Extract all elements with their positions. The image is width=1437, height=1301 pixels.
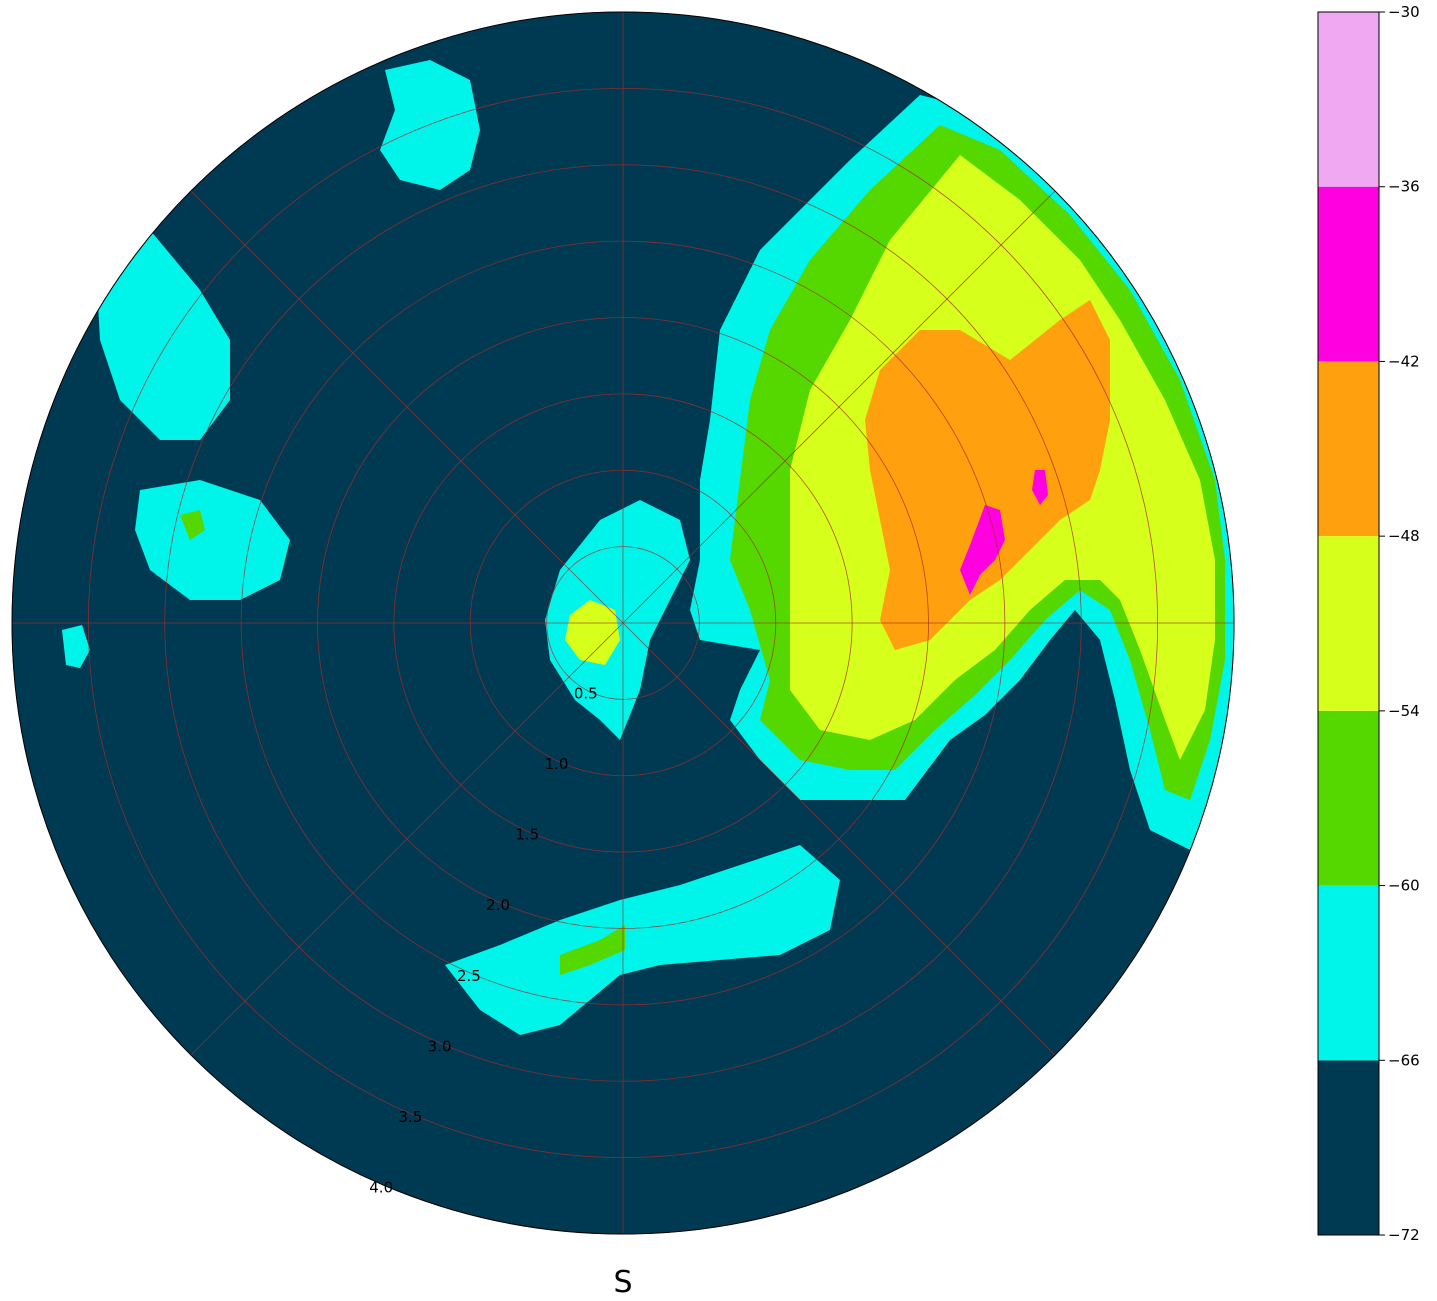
echo-regions: [62, 60, 1234, 1035]
echo-band-south: [445, 845, 840, 1035]
direction-label-south: S: [613, 1265, 632, 1300]
colorbar-bin-4: [1318, 361, 1379, 537]
colorbar-bins: [1318, 12, 1379, 1235]
grid-spoke-5: [190, 190, 624, 624]
colorbar-bin-6: [1318, 12, 1379, 187]
polar-plot: 0.5 1.0 1.5 2.0 2.5 3.0 3.5 4.0 S: [11, 11, 1235, 1300]
echo-magenta-core: [960, 505, 1005, 595]
radial-tick-label: 2.5: [457, 967, 481, 985]
colorbar-tick-label: −66: [1388, 1051, 1420, 1069]
echo-cell-northwest-1: [380, 60, 480, 190]
grid-spoke-7: [622, 190, 1056, 624]
echo-cell-northwest-2: [95, 230, 230, 440]
grid-spoke-3: [190, 622, 624, 1056]
echo-central-clutter: [545, 500, 690, 740]
colorbar-tick-label: −60: [1388, 877, 1420, 895]
colorbar: −30 −36 −42 −48 −54 −60 −66 −72: [1317, 3, 1420, 1244]
plot-outline: [11, 11, 1235, 1235]
colorbar-bin-0: [1318, 1060, 1379, 1235]
colorbar-bin-2: [1318, 710, 1379, 886]
polar-grid: [11, 11, 1235, 1235]
colorbar-outline: [1317, 11, 1380, 1236]
colorbar-bin-5: [1318, 186, 1379, 362]
radial-tick-label: 1.0: [545, 755, 569, 773]
radial-tick-label: 3.5: [398, 1108, 422, 1126]
radial-tick-label: 2.0: [486, 896, 510, 914]
echo-cell-west: [135, 480, 290, 600]
colorbar-bin-3: [1318, 536, 1379, 711]
radial-tick-label: 4.0: [369, 1179, 393, 1197]
colorbar-ticks: −30 −36 −42 −48 −54 −60 −66 −72: [1379, 3, 1420, 1244]
colorbar-tick-label: −48: [1388, 527, 1420, 545]
colorbar-tick-label: −72: [1388, 1226, 1420, 1244]
radial-tick-labels: 0.5 1.0 1.5 2.0 2.5 3.0 3.5 4.0: [369, 685, 597, 1197]
echo-cell-west-small: [62, 625, 90, 668]
radial-tick-label: 3.0: [428, 1037, 452, 1055]
colorbar-bin-1: [1318, 885, 1379, 1061]
radial-tick-label: 0.5: [574, 685, 598, 703]
echo-cell-west-green: [180, 510, 205, 540]
colorbar-tick-label: −30: [1388, 3, 1420, 21]
colorbar-tick-label: −36: [1388, 178, 1420, 196]
echo-band-south-green: [560, 925, 625, 975]
echo-central-yellow: [565, 600, 620, 665]
echo-orange-band-east: [865, 300, 1110, 650]
colorbar-tick-label: −54: [1388, 702, 1420, 720]
colorbar-tick-label: −42: [1388, 352, 1420, 370]
grid-spoke-1: [622, 622, 1056, 1056]
radial-tick-label: 1.5: [515, 826, 539, 844]
echo-magenta-cell: [1032, 470, 1048, 505]
